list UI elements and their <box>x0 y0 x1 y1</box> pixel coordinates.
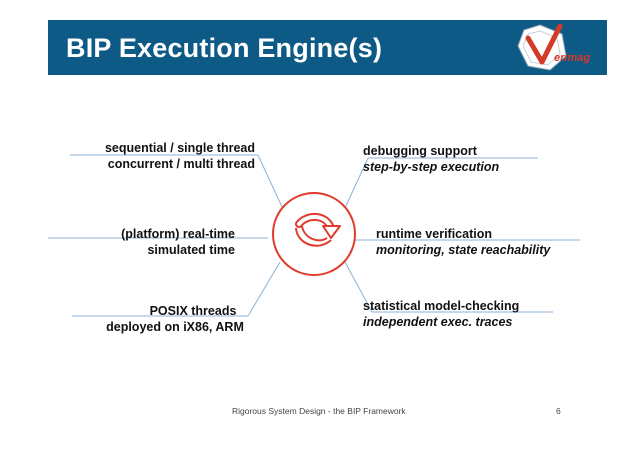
label-right-bottom-line1: statistical model-checking <box>363 299 520 313</box>
footer-text: Rigorous System Design - the BIP Framewo… <box>232 406 406 416</box>
label-left-top-line1: sequential / single thread <box>104 141 255 155</box>
label-left-mid-line2: simulated time <box>147 243 235 257</box>
verimag-logo: erimag <box>517 23 590 71</box>
page-title: BIP Execution Engine(s) <box>66 33 383 63</box>
cycle-icon <box>272 192 356 276</box>
page-number: 6 <box>556 406 561 416</box>
label-right-bottom: statistical model-checking independent e… <box>363 298 519 330</box>
branch-connector-left-top <box>257 154 283 208</box>
label-right-mid-line2: monitoring, state reachability <box>376 243 551 257</box>
label-left-bottom-line1: POSIX threads <box>149 304 237 318</box>
label-left-mid-line1: (platform) real-time <box>121 227 235 241</box>
label-left-top: sequential / single thread concurrent / … <box>100 140 255 172</box>
branch-connector-right-top <box>344 157 369 209</box>
label-right-top-line2: step-by-step execution <box>363 160 500 174</box>
label-right-top-line1: debugging support <box>363 144 477 158</box>
branch-connector-right-bottom <box>344 261 373 313</box>
label-left-bottom-line2: deployed on iX86, ARM <box>106 320 244 334</box>
label-left-bottom: POSIX threads deployed on iX86, ARM <box>100 303 250 335</box>
label-right-bottom-line2: independent exec. traces <box>363 315 513 329</box>
label-left-mid: (platform) real-time simulated time <box>100 226 235 258</box>
label-left-top-line2: concurrent / multi thread <box>107 157 255 171</box>
footer: Rigorous System Design - the BIP Framewo… <box>0 406 638 420</box>
title-bar: BIP Execution Engine(s) erimag <box>48 20 607 75</box>
svg-text:erimag: erimag <box>554 52 590 64</box>
label-right-top: debugging support step-by-step execution <box>363 143 499 175</box>
label-right-mid-line1: runtime verification <box>376 227 492 241</box>
branch-connector-left-bottom <box>247 261 281 317</box>
label-right-mid: runtime verification monitoring, state r… <box>376 226 550 258</box>
